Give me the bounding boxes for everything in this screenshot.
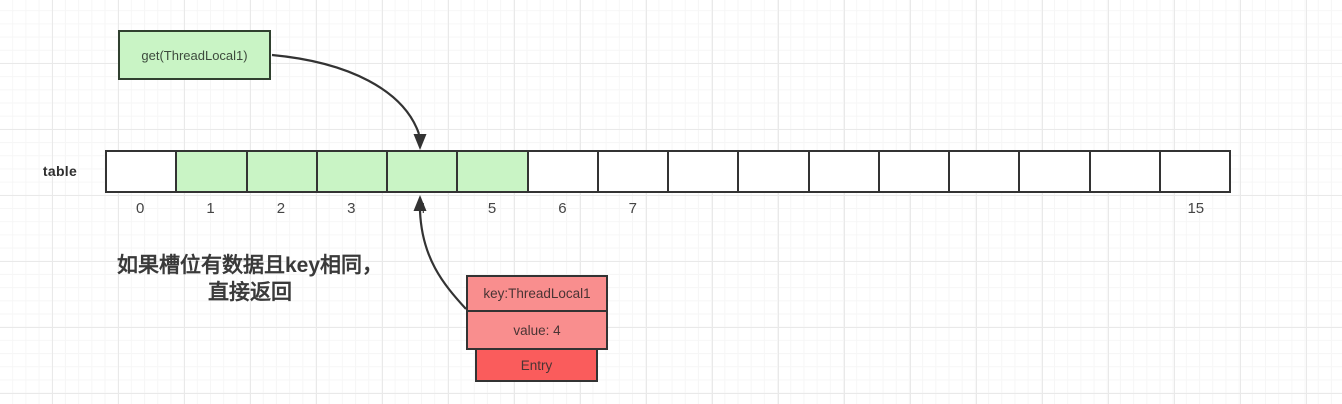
table-index-8 (668, 200, 738, 220)
table-index-12 (950, 200, 1020, 220)
table-index-9 (738, 200, 808, 220)
table-index-0: 0 (136, 200, 145, 217)
table-cell-1 (175, 150, 248, 193)
table-cell-13 (1018, 150, 1091, 193)
table-index-15: 15 (1187, 200, 1205, 217)
table-cell-6 (526, 150, 599, 193)
table-index-5: 5 (487, 200, 497, 217)
table-index-11 (879, 200, 949, 220)
entry-value-box: value: 4 (466, 310, 608, 350)
table-cell-11 (877, 150, 950, 193)
note-line-1: 如果槽位有数据且key相同， (116, 254, 384, 277)
entry-key-box: key:ThreadLocal1 (466, 275, 608, 312)
table-cell-3 (315, 150, 388, 193)
table-index-13 (1020, 200, 1090, 220)
entry-box: Entry (475, 348, 598, 382)
get-call-label: get(ThreadLocal1) (141, 47, 248, 63)
entry-value-label: value: 4 (513, 322, 561, 338)
table-cell-9 (737, 150, 810, 193)
table-cells (105, 150, 1231, 193)
table-label: table (42, 163, 78, 179)
table-cell-15 (1158, 150, 1231, 193)
table-index-labels: 0 1 2 3 4 5 6 7 15 (105, 200, 1231, 220)
table-cell-2 (245, 150, 318, 193)
table-index-3: 3 (347, 200, 356, 217)
table-index-1: 1 (206, 200, 215, 217)
get-call-box: get(ThreadLocal1) (118, 30, 271, 80)
table-cell-5 (456, 150, 529, 193)
get-to-slot4-arrow (271, 53, 421, 135)
get-to-slot4-arrowhead (413, 134, 427, 150)
entry-key-label: key:ThreadLocal1 (483, 286, 591, 301)
table-cell-4 (386, 150, 459, 193)
entry-label: Entry (520, 357, 553, 373)
table-cell-0 (105, 150, 178, 193)
table-cell-10 (807, 150, 880, 193)
table-cell-12 (948, 150, 1021, 193)
note-text: 如果槽位有数据且key相同， 直接返回 (95, 252, 405, 306)
table-index-4: 4 (417, 200, 426, 217)
table-index-10 (809, 200, 879, 220)
table-index-6: 6 (558, 200, 567, 217)
table-index-7: 7 (628, 200, 637, 217)
table-cell-14 (1088, 150, 1161, 193)
note-line-2: 直接返回 (208, 281, 292, 304)
table-index-14 (1090, 200, 1160, 220)
table-cell-7 (596, 150, 669, 193)
table-index-2: 2 (276, 200, 286, 217)
entry-to-slot4-arrow (418, 210, 467, 310)
table-cell-8 (667, 150, 740, 193)
